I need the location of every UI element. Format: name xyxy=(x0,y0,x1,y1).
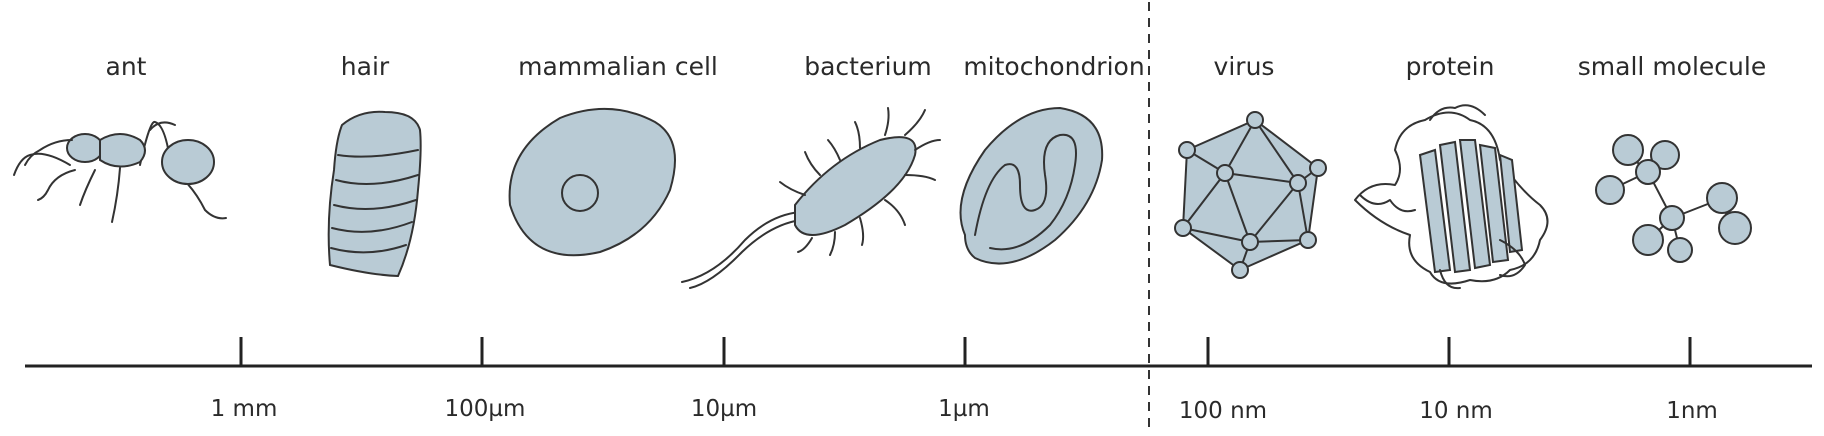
ant-icon xyxy=(13,121,227,223)
hair-icon xyxy=(327,110,422,278)
label-mitochondrion: mitochondrion xyxy=(963,52,1145,81)
mammalian-cell-icon xyxy=(508,107,676,257)
label-hair: hair xyxy=(340,52,390,81)
scale-label-1nm: 1nm xyxy=(1666,398,1718,424)
mitochondrion-icon xyxy=(959,106,1104,265)
label-protein: protein xyxy=(1405,52,1495,81)
label-virus: virus xyxy=(1213,52,1275,81)
scale-label-10nm: 10 nm xyxy=(1419,398,1493,424)
label-bacterium: bacterium xyxy=(804,52,932,81)
scale-label-1mm: 1 mm xyxy=(210,396,278,422)
scale-label-10um: 10µm xyxy=(690,396,758,422)
scale-ticks xyxy=(239,337,1692,366)
scale-label-1um: 1µm xyxy=(938,396,990,422)
virus-icon xyxy=(1174,111,1327,279)
bacterium-icon xyxy=(681,107,941,289)
small-molecule-icon xyxy=(1595,134,1752,263)
label-ant: ant xyxy=(105,52,147,81)
scale-label-100um: 100µm xyxy=(444,396,526,422)
scale-label-100nm: 100 nm xyxy=(1178,398,1268,424)
label-small-molecule: small molecule xyxy=(1577,52,1767,81)
protein-icon xyxy=(1354,104,1549,290)
label-mammalian-cell: mammalian cell xyxy=(518,52,718,81)
